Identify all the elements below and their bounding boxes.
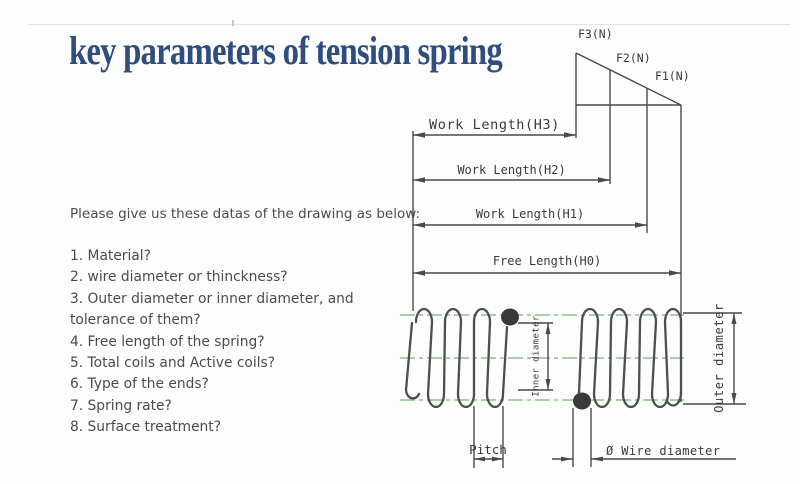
force-triangle-hypotenuse	[575, 52, 682, 106]
outer-diameter-label: Outer diameter	[712, 303, 726, 413]
inner-diameter-label: Inner diameter	[531, 315, 542, 397]
spring-coils	[404, 307, 683, 409]
question-item: 2. wire diameter or thinckness?	[70, 269, 288, 286]
spring-right-coil-group	[577, 307, 683, 409]
question-item: 1. Material?	[70, 248, 151, 264]
dimension-arrowheads	[413, 132, 737, 462]
question-item: 7. Spring rate?	[70, 397, 172, 414]
force-label-f2: F2(N)	[616, 51, 651, 65]
work-length-h2-label: Work Length(H2)	[457, 163, 566, 177]
wire-cross-sections	[501, 308, 591, 410]
wire-section-top	[501, 308, 519, 326]
question-item: 3. Outer diameter or inner diameter, and…	[70, 290, 354, 329]
wire-diameter-label: Ø Wire diameter	[606, 444, 721, 458]
top-tick-mark	[232, 20, 234, 26]
force-label-f3: F3(N)	[578, 27, 613, 41]
question-item: 5. Total coils and Active coils?	[70, 355, 276, 372]
force-label-f1: F1(N)	[655, 69, 690, 83]
question-list: 1. Material? 2. wire diameter or thinckn…	[70, 246, 422, 439]
free-length-h0-label: Free Length(H0)	[492, 254, 602, 268]
centerlines	[400, 314, 684, 401]
question-item: 8. Surface treatment?	[70, 419, 222, 436]
spring-left-coil-group	[404, 307, 509, 409]
work-length-h3-label: Work Length(H3)	[429, 117, 560, 133]
work-length-h1-label: Work Length(H1)	[475, 207, 585, 221]
request-intro: Please give us these datas of the drawin…	[70, 206, 421, 222]
question-item: 6. Type of the ends?	[70, 376, 209, 393]
question-item: 4. Free length of the spring?	[70, 333, 265, 350]
wire-section-bottom	[573, 392, 591, 410]
page-title: key parameters of tension spring	[69, 28, 503, 73]
pitch-label: Pitch	[469, 442, 507, 457]
top-divider	[28, 24, 790, 25]
